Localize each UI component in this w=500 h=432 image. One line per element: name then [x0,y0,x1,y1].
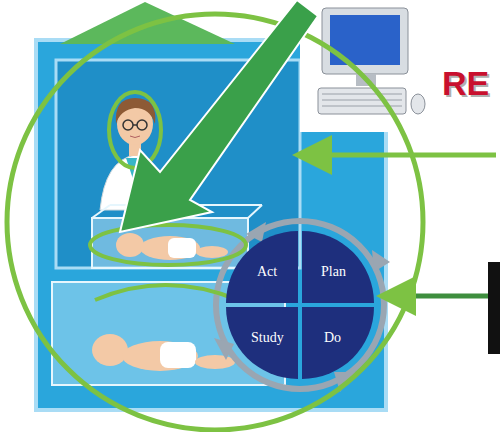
check-arrow [120,0,318,232]
quadrant-fill [226,231,298,303]
focus-ellipse [109,92,161,168]
plan-quadrant: Plan [302,231,374,303]
computer-icon [318,8,425,114]
edge-bar [488,262,500,354]
focus-circle [7,14,423,430]
act-quadrant: Act [226,231,298,303]
focus-ellipse [90,225,246,265]
pointer-arrow [396,294,496,299]
study-quadrant: Study [226,307,298,379]
cycle-ring [216,221,384,389]
pointer-arrow [312,153,496,158]
focus-arc [95,285,238,300]
logo-text: RE [442,64,489,103]
cycle-step: Plan [321,264,346,280]
do-quadrant: Do [302,307,374,379]
cycle-step: Do [324,330,341,346]
quadrant-fill [226,307,298,379]
cycle-step: Study [251,330,284,346]
quadrant-fill [302,231,374,303]
computer-panel [300,0,500,132]
quadrant-fill [302,307,374,379]
cycle-step: Act [257,264,277,280]
